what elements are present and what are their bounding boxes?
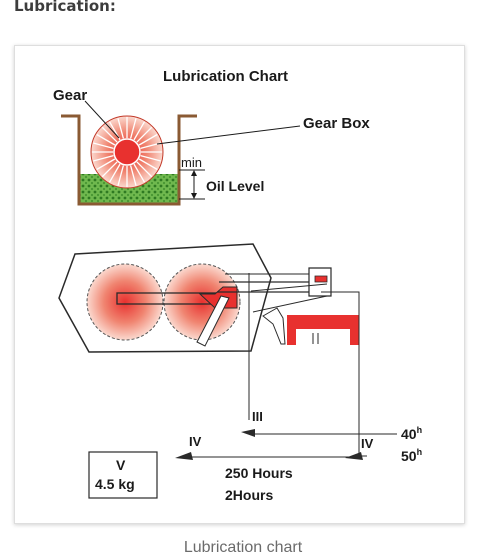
gearbox-illustration xyxy=(61,100,301,206)
gear-box-leader xyxy=(156,125,301,145)
roman-v-label: V xyxy=(116,457,126,473)
interval-250-label: 250 Hours xyxy=(225,465,293,481)
gear-spoke xyxy=(136,161,153,178)
hitch-frame-top xyxy=(287,315,359,329)
grease-gun-iv-left-icon xyxy=(175,452,193,460)
grease-gun-iv-right-icon xyxy=(345,452,363,460)
gear-spoke xyxy=(138,133,158,146)
lube-leader-lines xyxy=(187,273,397,458)
gear-spoke xyxy=(96,133,116,146)
grease-gun-iii-icon xyxy=(241,429,255,437)
gear-spoke xyxy=(93,154,114,162)
disc-left xyxy=(86,263,164,341)
gear-spoke xyxy=(133,163,146,183)
lever xyxy=(262,307,286,345)
gear-spoke xyxy=(133,121,146,141)
quantity-box xyxy=(88,451,158,499)
section-heading: Lubrication: xyxy=(14,0,116,15)
lubrication-chart-figure: Lubrication Chart Gear Gear Box min Oil … xyxy=(14,45,465,524)
arm-link xyxy=(196,295,230,347)
gear-spoke xyxy=(129,165,137,186)
gear-spoke xyxy=(101,161,118,178)
gear-spoke xyxy=(136,126,153,143)
grease-gun-icons xyxy=(175,429,363,460)
mark-iv-left-label: IV xyxy=(189,434,202,449)
shaft-lube-point xyxy=(314,275,328,283)
gear-spokes xyxy=(92,117,162,187)
hitch-leg-left xyxy=(287,329,296,345)
gear-hub xyxy=(113,138,141,166)
gear-spoke xyxy=(93,142,114,150)
gear-spoke xyxy=(96,158,116,171)
disc-right xyxy=(163,263,241,341)
gear-spoke xyxy=(108,163,121,183)
hitch-leg-right xyxy=(350,329,359,345)
gear-spoke xyxy=(140,154,161,162)
figure-caption: Lubrication chart xyxy=(183,539,303,556)
interval-2-label: 2Hours xyxy=(225,487,273,503)
gear-box-label: Gear Box xyxy=(303,115,370,132)
mark-iv-right-label: IV xyxy=(361,436,374,451)
hours-40-label: 40h xyxy=(401,425,422,442)
mower-top-view xyxy=(58,243,359,353)
weight-label: 4.5 kg xyxy=(95,476,135,492)
gearbox-housing xyxy=(61,114,197,206)
oil-level-label: Oil Level xyxy=(206,178,264,194)
gear-spoke xyxy=(138,158,158,171)
mark-iii-label: III xyxy=(252,409,263,424)
chart-title: Lubrication Chart xyxy=(163,68,288,85)
gear-spoke xyxy=(117,165,125,186)
gear-spoke xyxy=(117,118,125,139)
lubrication-diagram: Lubrication Chart Gear Gear Box min Oil … xyxy=(53,68,422,503)
gear-leader xyxy=(84,100,120,139)
hours-50-label: 50h xyxy=(401,447,422,464)
min-label: min xyxy=(181,155,202,170)
gear-spoke xyxy=(101,126,118,143)
gear-spoke xyxy=(129,118,137,139)
gear-label: Gear xyxy=(53,87,87,104)
